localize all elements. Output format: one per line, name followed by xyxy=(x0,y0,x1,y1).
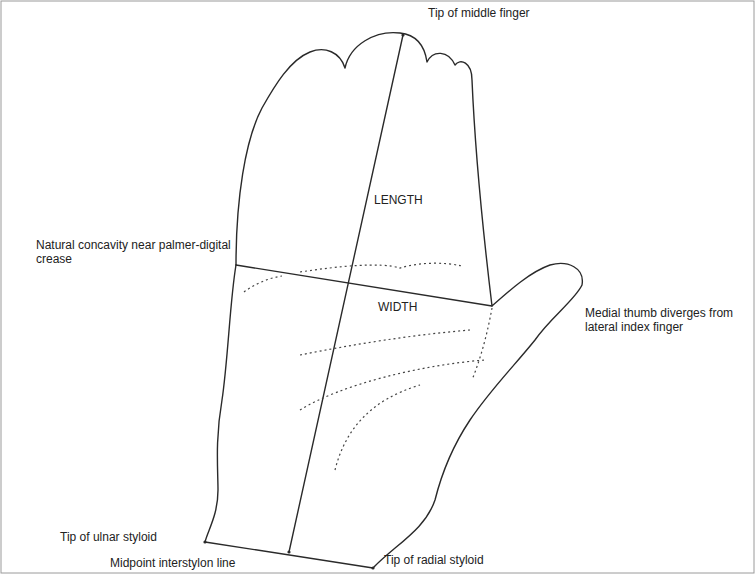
point-label: Natural concavity near palmer-digital cr… xyxy=(36,238,232,266)
hand-outline-ulnar xyxy=(205,265,236,542)
point-label: Medial thumb diverges from lateral index… xyxy=(585,306,751,334)
hand-outline xyxy=(236,33,582,568)
width-line xyxy=(236,265,492,306)
point-label: Tip of middle finger xyxy=(428,6,530,20)
palm-creases xyxy=(244,263,492,470)
point-label: Tip of radial styloid xyxy=(384,553,484,567)
dimension-label: WIDTH xyxy=(376,300,419,314)
point-label: Tip of ulnar styloid xyxy=(60,530,157,544)
point-label: Midpoint interstylon line xyxy=(110,556,235,570)
length-line xyxy=(289,35,403,552)
dimension-label: LENGTH xyxy=(372,193,425,207)
